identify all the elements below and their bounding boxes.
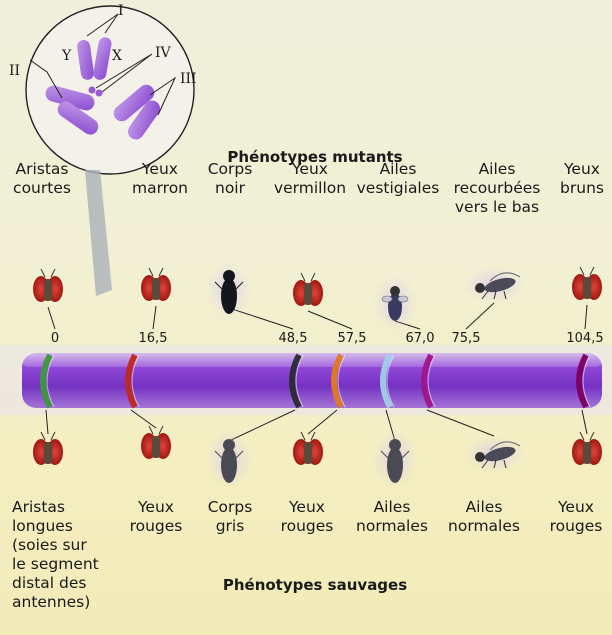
map-position-5: 75,5 — [441, 331, 491, 346]
map-position-2: 48,5 — [268, 331, 318, 346]
map-position-6: 104,5 — [560, 331, 610, 346]
chromosome-IV-2 — [96, 90, 103, 97]
map-position-1: 16,5 — [128, 331, 178, 346]
label-Y: Y — [62, 48, 71, 64]
map-position-0: 0 — [30, 331, 80, 346]
wild-fly-1 — [141, 426, 171, 459]
label-III: III — [180, 71, 197, 87]
label-IV: IV — [155, 45, 171, 61]
wild-fly-6 — [572, 432, 602, 465]
map-position-3: 57,5 — [327, 331, 377, 346]
wild-phenotypes-title: Phénotypes sauvages — [200, 576, 430, 594]
mutant-connector-0 — [48, 307, 55, 329]
mutant-connector-5 — [466, 303, 494, 329]
label-II: II — [9, 63, 20, 79]
mutant-fly-5 — [464, 267, 524, 303]
mutant-connector-3 — [308, 311, 352, 329]
mutant-connector-6 — [585, 305, 587, 329]
wild-fly-4 — [373, 431, 417, 487]
mutant-connector-1 — [153, 306, 156, 329]
wild-fly-3 — [293, 432, 323, 465]
mutant-fly-0 — [33, 269, 63, 302]
mutant-fly-4 — [373, 275, 417, 331]
mutant-fly-6 — [572, 267, 602, 300]
chromosome-II-map — [22, 353, 602, 408]
wild-fly-2 — [207, 431, 251, 487]
map-position-4: 67,0 — [395, 331, 445, 346]
label-I: I — [118, 3, 124, 19]
mutant-fly-1 — [141, 268, 171, 301]
label-X: X — [112, 48, 122, 64]
mutant-fly-2 — [207, 262, 251, 318]
wild-fly-5 — [464, 436, 524, 472]
chromosome-IV-1 — [89, 87, 96, 94]
mutant-fly-3 — [293, 273, 323, 306]
chromosome-set-circle — [26, 6, 194, 174]
wild-fly-0 — [33, 432, 63, 465]
